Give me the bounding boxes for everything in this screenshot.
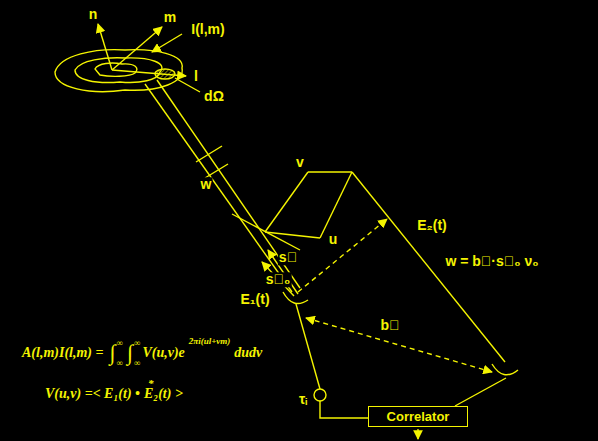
m-axis	[112, 27, 162, 70]
figure-label: v	[295, 155, 305, 170]
wire	[320, 401, 368, 418]
figure-label: n	[88, 7, 99, 22]
antenna-dish	[283, 292, 308, 304]
conjugate-term: *E₂(t) >	[144, 386, 183, 402]
integral: ∫∞∞	[109, 338, 122, 368]
wire	[455, 378, 506, 406]
output-arrow	[417, 429, 418, 439]
delay-loop	[314, 389, 326, 401]
limits: ∞∞	[117, 338, 123, 368]
n-axis	[98, 24, 112, 70]
correlator-box: Correlator	[368, 406, 468, 427]
integral: ∫∞∞	[127, 338, 140, 368]
figure-label: m	[163, 10, 177, 25]
formula-term: 2πi(ul+vm)	[189, 336, 231, 346]
formula-term: A(l,m)I(l,m) =	[22, 345, 103, 361]
w-tick	[205, 164, 228, 178]
figure-label: τᵢ	[298, 392, 308, 407]
formula-term: ∞	[117, 358, 123, 368]
figure-label: u	[328, 232, 339, 247]
node-text: Correlator	[369, 409, 467, 424]
formula-term: ∫	[109, 340, 115, 366]
formula-term: dudv	[234, 345, 262, 361]
wire	[296, 304, 320, 389]
figure-label: s⃗	[278, 250, 298, 265]
limits: ∞∞	[134, 338, 140, 368]
figure-label: l	[193, 69, 199, 84]
formula-term: V(u,v) =< E₁(t) •	[45, 386, 140, 402]
w-axis	[232, 214, 300, 250]
equation: A(l,m)I(l,m) =∫∞∞∫∞∞V(u,v)e2πi(ul+vm)dud…	[22, 338, 266, 368]
s0-vector	[262, 262, 294, 296]
ray	[145, 84, 292, 292]
figure-label: w	[200, 177, 213, 192]
figure-label: s⃗₀	[265, 272, 292, 287]
l-axis	[112, 70, 186, 76]
equation: V(u,v) =< E₁(t) •*E₂(t) >	[45, 386, 183, 402]
w-tick	[196, 146, 222, 162]
figure-label: dΩ	[203, 89, 225, 104]
figure-label: I(l,m)	[190, 22, 225, 37]
uv-plane	[320, 172, 352, 238]
formula-term: ∞	[134, 338, 140, 348]
formula-term: V(u,v)e	[142, 345, 184, 361]
figure-label: E₂(t)	[416, 218, 448, 233]
formula-term: ∞	[134, 358, 140, 368]
formula-term: ∫	[127, 340, 133, 366]
ray	[157, 80, 300, 288]
delay-line	[298, 219, 387, 292]
baseline	[306, 318, 492, 372]
u-axis	[265, 232, 320, 238]
figure-label: w = b⃗·s⃗₀ ν₀	[444, 254, 539, 269]
uv-plane	[308, 171, 352, 172]
formula-term: ∞	[117, 338, 123, 348]
v-axis	[265, 172, 308, 232]
intensity-leader	[152, 34, 182, 52]
figure-label: E₁(t)	[239, 292, 270, 307]
antenna-dish	[492, 364, 518, 375]
formula-term: E₂(t) >	[144, 386, 183, 401]
figure-label: b⃗	[379, 318, 400, 333]
